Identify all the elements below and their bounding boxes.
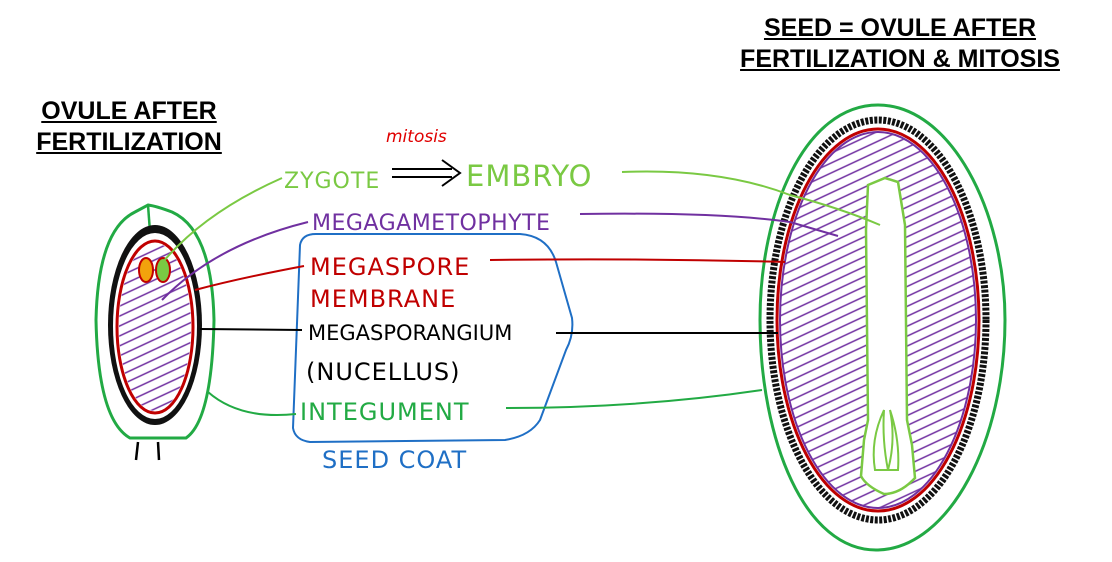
megaspore-label-line2: MEMBRANE [310,285,456,313]
ovule-orange-cell [138,257,154,283]
zygote-leader-left [162,177,283,263]
ovule-integument-outline [94,203,216,440]
ovule-megagametophyte [119,243,191,411]
embryo-cotyledon-left [872,409,890,471]
left-title: OVULE AFTER FERTILIZATION [14,96,244,158]
zygote-label: ZYGOTE [284,169,380,194]
ovule-funiculus [134,441,161,461]
megagametophyte-leader-left [161,221,309,301]
mitosis-arrow-icon [392,159,462,187]
seed-diagram [758,103,1007,552]
right-title-line1: SEED = OVULE AFTER [763,14,1037,42]
embryo [859,176,917,496]
embryo-leader-right [621,170,881,226]
seed-coat-box [291,233,574,444]
mitosis-label: mitosis [386,127,447,147]
seed-nucellus [766,116,990,524]
megagametophyte-label: MEGAGAMETOPHYTE [312,211,550,236]
left-title-line1: OVULE AFTER [41,97,217,125]
left-title-line2: FERTILIZATION [36,128,222,156]
right-title: SEED = OVULE AFTER FERTILIZATION & MITOS… [700,13,1100,75]
integument-leader-right [505,389,763,409]
ovule-megaspore-membrane [115,239,195,415]
megasporangium-leader-left [199,328,303,331]
seed-megaspore-membrane [775,127,981,513]
megasporangium-label-line1: MEGASPORANGIUM [308,321,512,345]
integument-label: INTEGUMENT [300,398,470,426]
megasporangium-label-line2: (NUCELLUS) [306,358,461,386]
right-title-line2: FERTILIZATION & MITOSIS [740,45,1060,73]
megaspore-leader-right [489,258,786,263]
megagametophyte-leader-right [579,212,839,237]
megaspore-label-line1: MEGASPORE [310,253,470,281]
embryo-cotyledon-right [886,409,900,471]
ovule-zygote-cell [155,257,171,283]
integument-leader-left [207,391,297,417]
ovule-diagram [94,203,216,461]
seed-coat-label: SEED COAT [322,446,467,474]
megaspore-leader-left [194,265,305,291]
embryo-label: EMBRYO [466,159,593,193]
